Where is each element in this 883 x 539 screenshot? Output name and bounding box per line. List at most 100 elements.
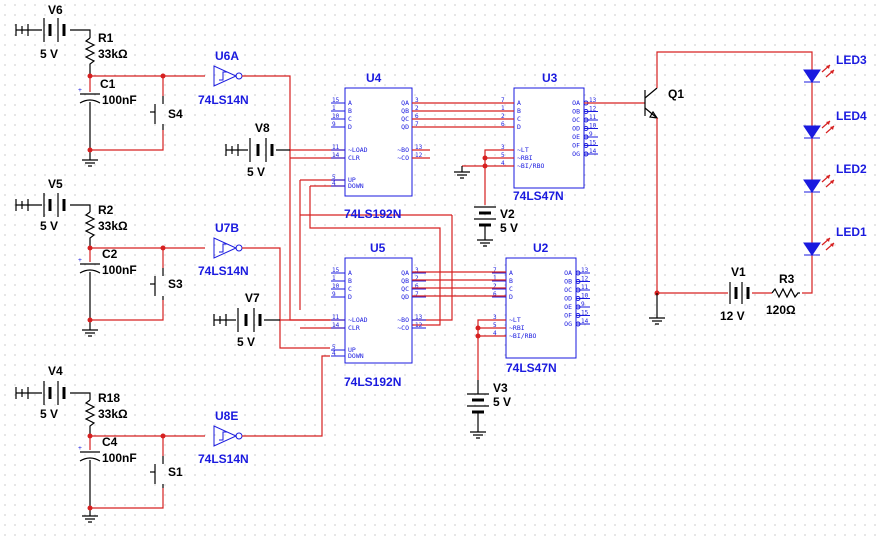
- v8-value: 5 V: [247, 165, 265, 179]
- decoder-pin-number: 2: [493, 283, 497, 290]
- led4-label: LED4: [836, 109, 867, 123]
- counter-pin-name: B: [348, 107, 352, 115]
- counter-pin-name: QC: [401, 285, 409, 293]
- decoder-pin-number: 11: [589, 114, 597, 121]
- resistor-r2[interactable]: [84, 211, 96, 248]
- decoder-pin-number: 4: [493, 330, 497, 337]
- battery-v5[interactable]: [15, 193, 66, 217]
- counter-pin-number: 4: [332, 180, 336, 187]
- decoder-pin-number: 5: [493, 322, 497, 329]
- led-led1[interactable]: [803, 237, 835, 256]
- led-led2[interactable]: [803, 174, 835, 193]
- u7b-part: 74LS14N: [198, 264, 249, 278]
- debounce-circuit-3: V4 5 V R18 33kΩ + C4 100nF S1: [15, 364, 205, 523]
- decoder-pin-name: B: [517, 107, 521, 115]
- r18-value: 33kΩ: [98, 407, 128, 421]
- decoder-pin-number: 5: [501, 152, 505, 159]
- r2-label: R2: [98, 203, 114, 217]
- resistor-r1[interactable]: [84, 37, 96, 76]
- counter-pin-number: 12: [415, 322, 423, 329]
- u4-ref: U4: [366, 71, 382, 85]
- counter-pin-number: 12: [415, 152, 423, 159]
- counter-pin-name: B: [348, 277, 352, 285]
- counter-pin-name: A: [348, 269, 352, 277]
- source-v1[interactable]: [729, 282, 750, 304]
- r1-value: 33kΩ: [98, 47, 128, 61]
- decoder-pin-name: D: [517, 123, 521, 131]
- v7-value: 5 V: [237, 335, 255, 349]
- decoder-pin-number: 10: [581, 293, 589, 300]
- decoder-u2[interactable]: U2 74LS47N: [505, 241, 577, 375]
- counter-pin-number: 10: [332, 113, 340, 120]
- decoder-pin-number: 7: [493, 267, 497, 274]
- decoder-pin-number: 13: [581, 267, 589, 274]
- decoder-pin-name: OD: [572, 125, 580, 133]
- source-v3[interactable]: [467, 380, 489, 439]
- switch-s1[interactable]: [150, 456, 164, 488]
- v3-label: V3: [493, 381, 508, 395]
- v5-label: V5: [48, 177, 63, 191]
- counter-pin-name: CLR: [348, 154, 360, 162]
- counter-pin-number: 9: [332, 291, 336, 298]
- decoder-pin-name: ~RBI: [517, 154, 533, 162]
- transistor-q1[interactable]: [644, 87, 659, 119]
- counter-pin-number: 10: [332, 283, 340, 290]
- debounce-circuit-2: V5 5 V R2 33kΩ + C2 100nF S3: [15, 177, 205, 337]
- r3-label: R3: [779, 272, 795, 286]
- decoder-pin-number: 11: [581, 284, 589, 291]
- capacitor-c2[interactable]: +: [78, 256, 101, 274]
- u8e-ref: U8E: [215, 409, 238, 423]
- decoder-pin-number: 15: [589, 140, 597, 147]
- v8-label: V8: [255, 121, 270, 135]
- u8e-part: 74LS14N: [198, 452, 249, 466]
- counter-pin-name: D: [348, 123, 352, 131]
- counter-pin-number: 7: [415, 121, 419, 128]
- counter-u4[interactable]: U4 74LS192N: [344, 71, 413, 221]
- decoder-pin-number: 9: [589, 131, 593, 138]
- switch-s3[interactable]: [150, 268, 164, 300]
- counter-u5[interactable]: U5 74LS192N: [344, 241, 413, 389]
- decoder-pin-name: OG: [572, 150, 580, 158]
- counter-pin-name: QB: [401, 277, 409, 285]
- counter-pin-number: 5: [332, 344, 336, 351]
- r1-label: R1: [98, 31, 114, 45]
- resistor-r3[interactable]: [771, 287, 800, 299]
- led3-label: LED3: [836, 53, 867, 67]
- svg-text:+: +: [78, 256, 82, 264]
- counter-pin-number: 14: [332, 152, 340, 159]
- counter-pin-number: 3: [415, 97, 419, 104]
- resistor-r18[interactable]: [84, 399, 96, 436]
- battery-v4[interactable]: [15, 381, 66, 405]
- decoder-pin-number: 1: [501, 105, 505, 112]
- counter-pin-name: QB: [401, 107, 409, 115]
- led1-label: LED1: [836, 225, 867, 239]
- decoder-u3[interactable]: U3 74LS47N: [513, 71, 585, 203]
- source-v7[interactable]: [213, 308, 280, 332]
- source-v8[interactable]: [225, 138, 290, 162]
- capacitor-c1[interactable]: +: [78, 86, 101, 104]
- counter-pin-name: ~BO: [397, 146, 409, 154]
- c2-label: C2: [102, 247, 118, 261]
- switch-s4[interactable]: [150, 96, 164, 130]
- counter-pin-number: 9: [332, 121, 336, 128]
- counter-pin-number: 11: [332, 144, 340, 151]
- counter-pin-name: QD: [401, 123, 409, 131]
- counter-pin-number: 5: [332, 174, 336, 181]
- capacitor-c4[interactable]: +: [78, 444, 101, 462]
- decoder-pin-name: OE: [572, 133, 580, 141]
- q1-label: Q1: [668, 87, 684, 101]
- decoder-pin-name: ~LT: [509, 316, 521, 324]
- battery-v6[interactable]: [15, 18, 66, 42]
- decoder-pin-name: ~BI/RBO: [517, 162, 544, 170]
- counter-pin-name: UP: [348, 346, 356, 354]
- led-led4[interactable]: [803, 120, 835, 139]
- counter-pin-name: QA: [401, 269, 409, 277]
- u2-ref: U2: [533, 241, 549, 255]
- v1-label: V1: [731, 265, 746, 279]
- led-led3[interactable]: [803, 64, 835, 83]
- u6a-ref: U6A: [215, 49, 239, 63]
- counter-pin-number: 2: [415, 105, 419, 112]
- source-v2[interactable]: [474, 206, 496, 247]
- decoder-pin-number: 6: [501, 121, 505, 128]
